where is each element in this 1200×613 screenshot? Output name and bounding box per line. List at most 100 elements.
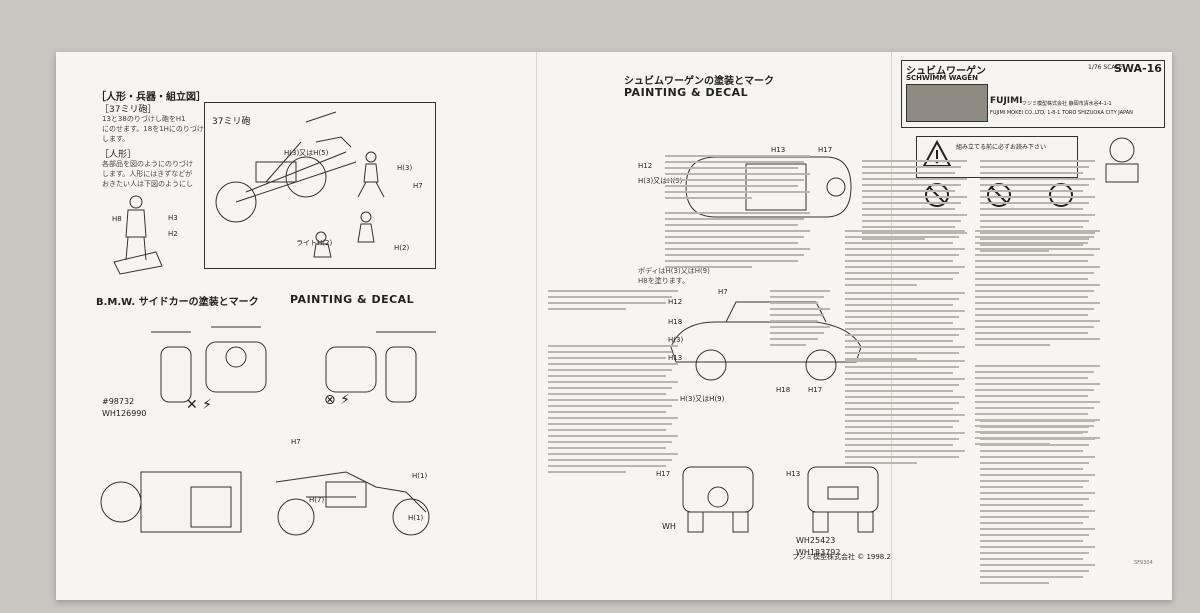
fine-print-line — [980, 456, 1095, 458]
product-header — [901, 60, 1165, 128]
fine-print-line — [980, 582, 1049, 584]
fine-print-line — [980, 432, 1083, 434]
fine-print-line — [975, 302, 1100, 304]
gun-note-title: ［37ミリ砲］ — [100, 105, 157, 115]
fine-print-line — [665, 185, 798, 187]
fine-print-line — [975, 395, 1088, 397]
part-label: H3 — [168, 214, 178, 222]
figure-note-line: 各部品を図のようにのりづけ — [102, 160, 193, 168]
fine-print-line — [548, 459, 672, 461]
decal-symbols: ⊗ ⚡ — [324, 392, 351, 408]
fine-print-line — [980, 426, 1089, 428]
fine-print-line — [975, 332, 1088, 334]
part-label: H17 — [656, 470, 671, 478]
fine-print-line — [980, 178, 1095, 180]
fine-print-line — [845, 292, 965, 294]
fine-print-line — [845, 432, 965, 434]
fine-print-line — [845, 328, 965, 330]
fine-print-line — [665, 254, 804, 256]
fine-print-line — [980, 202, 1089, 204]
fine-print-line — [845, 372, 953, 374]
fine-print-line — [548, 441, 672, 443]
sidecar-front-view — [325, 331, 436, 403]
fine-print-line — [665, 242, 798, 244]
fine-print-line — [548, 290, 678, 292]
warning-box — [916, 136, 1078, 178]
fine-print-line — [770, 326, 830, 328]
fine-print-line — [548, 447, 666, 449]
fine-print-line — [845, 340, 953, 342]
gun-note-line: します。 — [102, 135, 130, 143]
fine-print-line — [845, 438, 959, 440]
assembly-title: ［人形・兵器・組立図］ — [96, 92, 206, 103]
fine-print-line — [980, 486, 1083, 488]
warning-title: 組み立てる前に必ずお読み下さい — [956, 144, 1047, 151]
fine-print-line — [980, 570, 1089, 572]
fine-print-line — [845, 462, 917, 464]
product-name-jp: シュビムワーゲン — [906, 66, 986, 77]
part-label: H13 — [786, 470, 801, 478]
fine-print-line — [975, 248, 1100, 250]
fine-print-line — [770, 296, 824, 298]
fine-print-line — [975, 308, 1094, 310]
part-label: H(3)又はH(9) — [638, 177, 683, 185]
fine-print-line — [980, 160, 1095, 162]
instruction-sheet: ［人形・兵器・組立図］ ［37ミリ砲］ 13と38のりづけし砲をH1 にのせます… — [56, 52, 1172, 600]
fine-print-line — [980, 196, 1095, 198]
fine-print-line — [548, 411, 666, 413]
fine-print-line — [980, 546, 1095, 548]
figure-note-line: おきたい人は下図のようにし — [102, 180, 193, 188]
fine-print-line — [862, 220, 961, 222]
child-illustration — [1105, 137, 1139, 183]
part-label: H(2) — [394, 244, 410, 252]
part-label: H7 — [291, 438, 301, 446]
fine-print-line — [845, 242, 953, 244]
fine-print-line — [845, 366, 959, 368]
fine-print-line — [845, 456, 959, 458]
fine-print-line — [770, 308, 830, 310]
fine-print-line — [862, 172, 955, 174]
fold-line — [891, 52, 892, 600]
fine-print-line — [980, 540, 1083, 542]
sidecar-rear-view — [151, 326, 267, 403]
fine-print-line — [862, 214, 967, 216]
gun-note-line: にのせます。18を1Hにのりづけ — [102, 125, 204, 133]
fine-print-line — [862, 178, 967, 180]
fine-print-line — [845, 266, 965, 268]
fine-print-line — [975, 326, 1094, 328]
fine-print-block — [862, 160, 967, 244]
fine-print-line — [845, 444, 953, 446]
footer-text: フジミ模型株式会社 © 1998.2 — [792, 553, 891, 561]
fine-print-line — [770, 338, 818, 340]
part-label: H17 — [818, 146, 833, 154]
fine-print-line — [845, 352, 959, 354]
fine-print-line — [665, 218, 804, 220]
fine-print-line — [845, 230, 965, 232]
plate-number: #98732 — [102, 397, 135, 406]
fine-print-line — [845, 396, 965, 398]
fine-print-line — [975, 290, 1094, 292]
fine-print-line — [845, 260, 953, 262]
fine-print-line — [548, 375, 666, 377]
part-label: H(3)又はH(5) — [284, 149, 329, 157]
fine-print-line — [665, 173, 810, 175]
fine-print-line — [980, 534, 1089, 536]
part-label: H13 — [771, 146, 786, 154]
fine-print-line — [845, 298, 959, 300]
fine-print-line — [845, 248, 965, 250]
fine-print-line — [980, 184, 1089, 186]
fine-print-line — [548, 363, 678, 365]
fine-print-line — [665, 179, 804, 181]
gun-label: 37ミリ砲 — [212, 117, 251, 127]
fine-print-line — [845, 284, 917, 286]
fine-print-block — [665, 212, 810, 272]
decal-symbols: ✕ ⚡ — [186, 397, 213, 413]
fine-print-line — [975, 389, 1094, 391]
part-label: H18 — [668, 318, 683, 326]
part-label: H(3) — [668, 336, 684, 344]
fine-print-line — [980, 166, 1089, 168]
part-label: H2 — [168, 230, 178, 238]
fine-print-line — [980, 504, 1083, 506]
fine-print-line — [862, 232, 967, 234]
sidecar-top-view — [100, 471, 242, 533]
